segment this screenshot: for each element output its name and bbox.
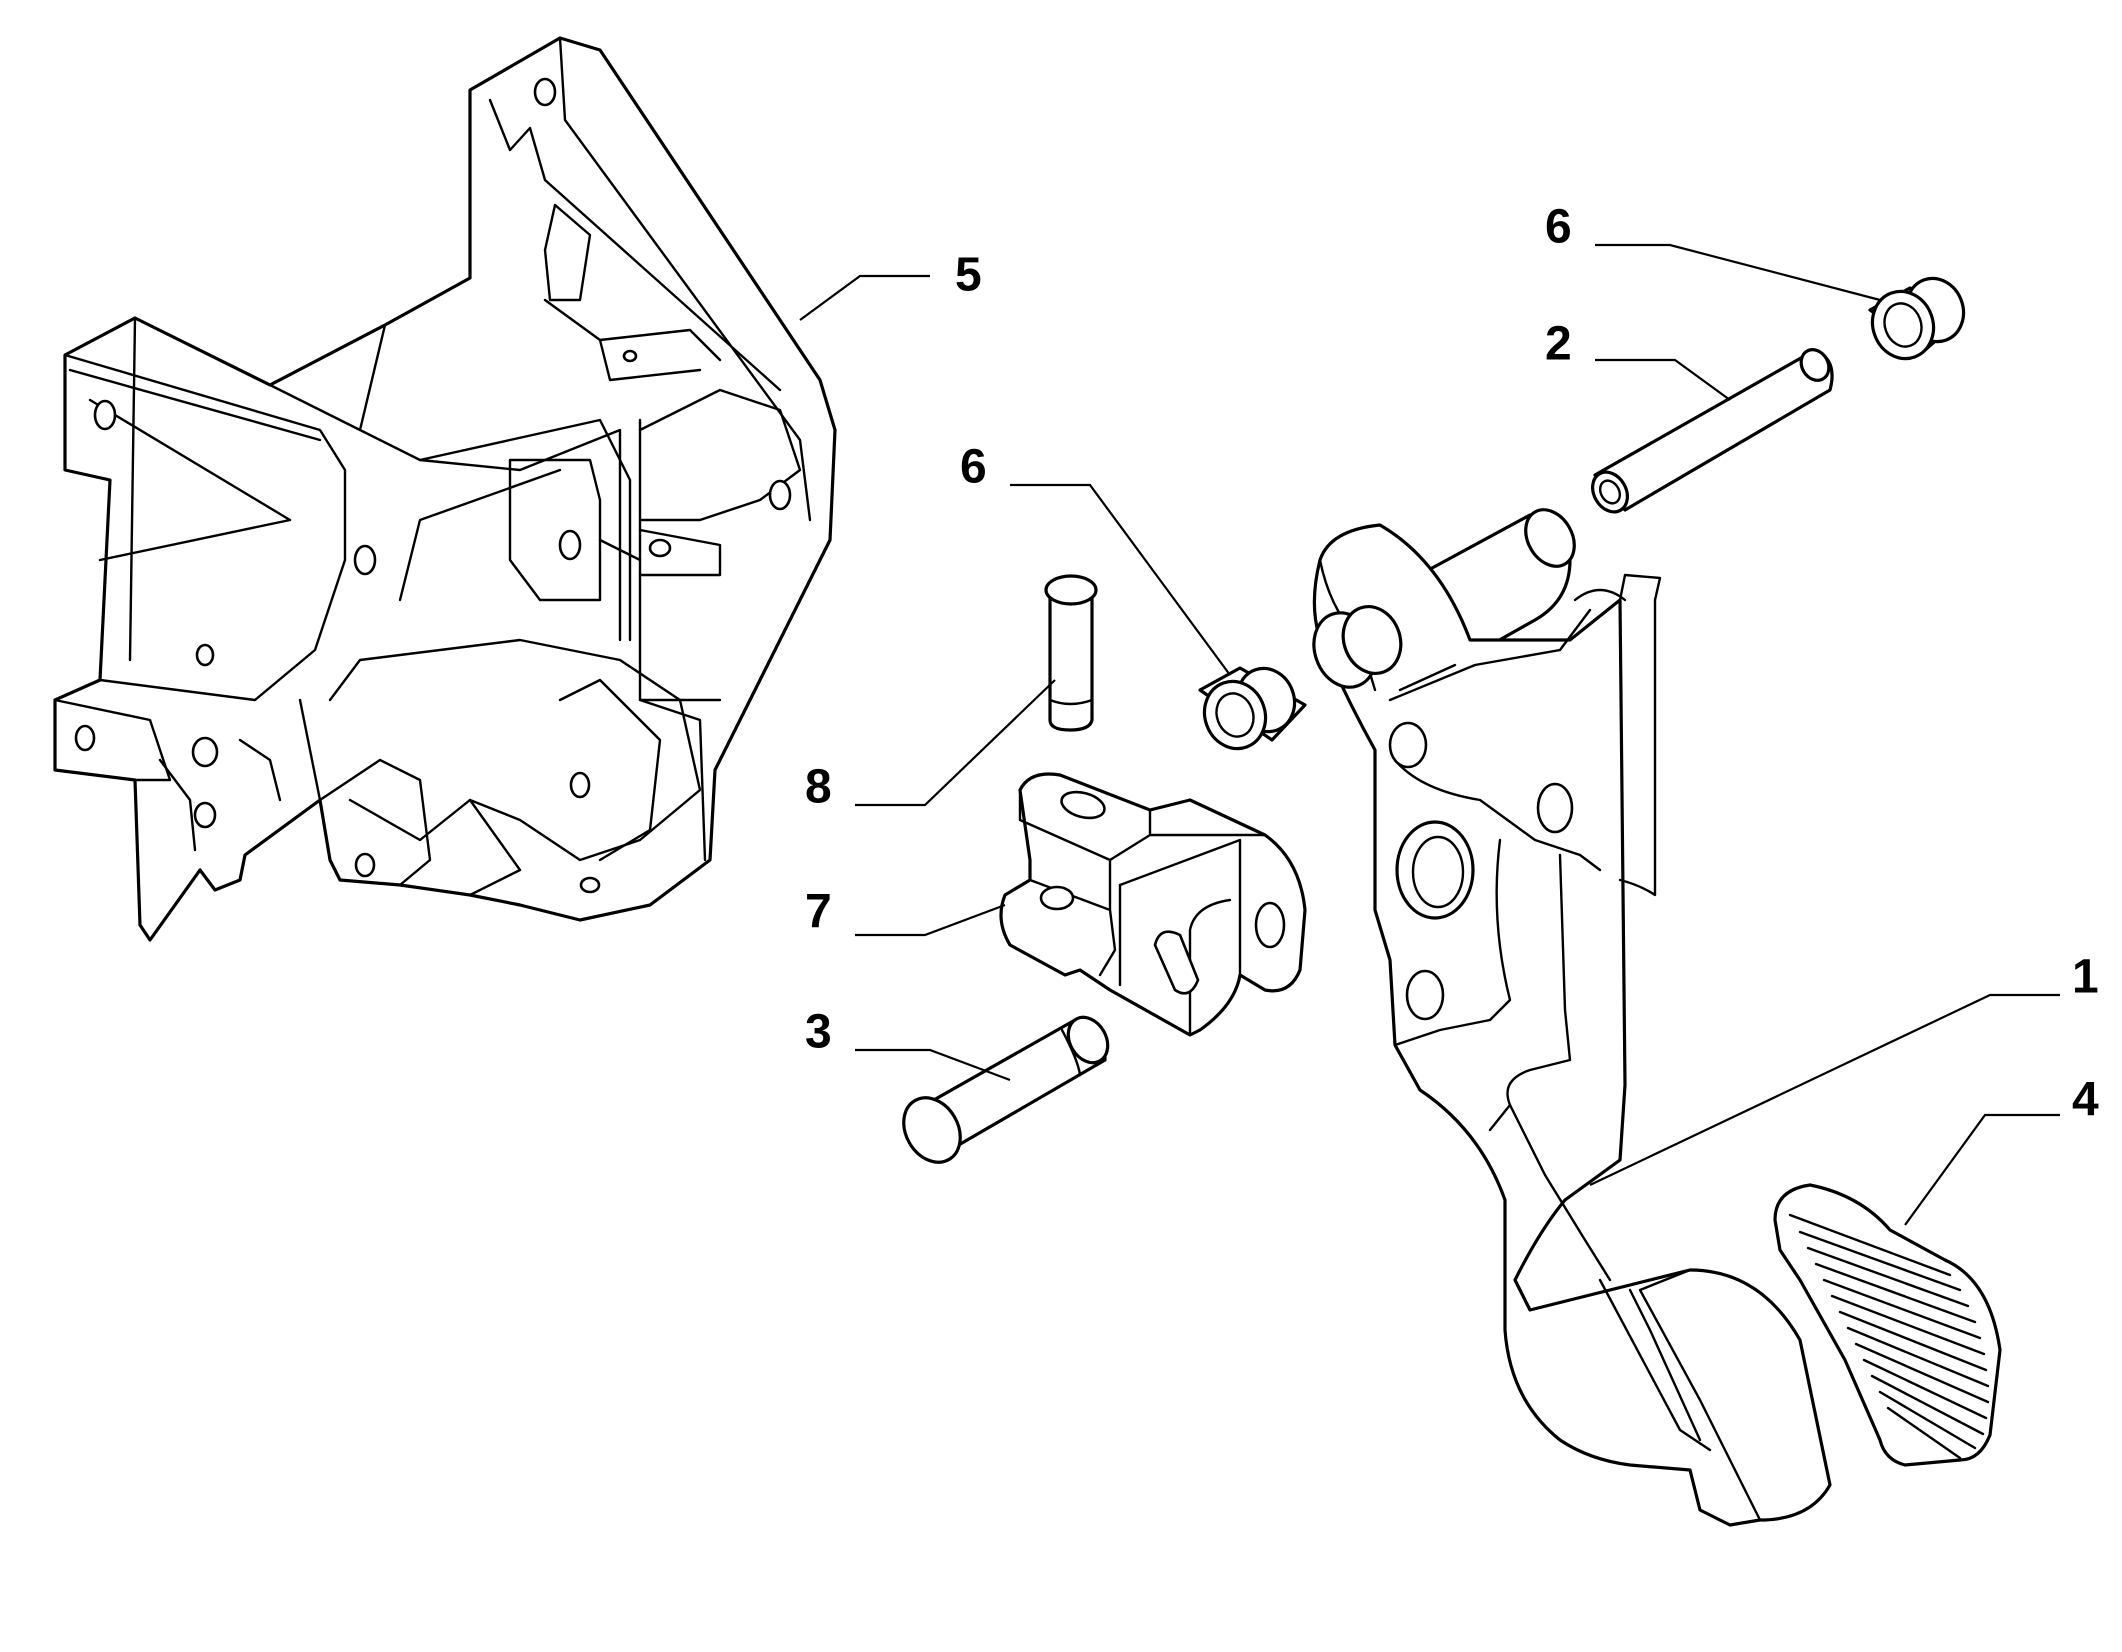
leader-5 (799, 274, 930, 321)
callout-8: 8 (805, 761, 832, 814)
leader-6-lower (1010, 483, 1231, 676)
callout-1: 1 (2072, 951, 2099, 1004)
pedal-pad-part-4 (1773, 1183, 2002, 1467)
leader-7 (855, 903, 1006, 937)
leader-3 (855, 1048, 1011, 1082)
callout-7: 7 (805, 886, 832, 939)
leader-2 (1595, 358, 1731, 401)
callout-3: 3 (805, 1006, 832, 1059)
pivot-tube-part-2 (1591, 348, 1834, 514)
callout-6-upper: 6 (1545, 201, 1572, 254)
pedal-bracket-part-5 (53, 36, 837, 942)
clevis-pin-part-3 (902, 1015, 1110, 1164)
leader-8 (855, 679, 1056, 807)
pad-ribs (1798, 1230, 1990, 1460)
leader-lines (799, 243, 2060, 1226)
leader-4 (1904, 1113, 2060, 1226)
pedal-arm-part-1 (1312, 508, 1832, 1527)
callout-4: 4 (2072, 1074, 2099, 1127)
bushing-part-6-lower (1198, 666, 1307, 751)
callout-2: 2 (1545, 318, 1572, 371)
clevis-fork-part-7 (999, 772, 1307, 1037)
callout-5: 5 (955, 249, 982, 302)
callout-6-lower: 6 (960, 441, 987, 494)
bushing-part-6-upper (1868, 276, 1966, 361)
leader-6-upper (1595, 243, 1881, 302)
callout-labels: 5 6 2 6 8 7 3 1 4 (805, 201, 2099, 1127)
leader-1 (1589, 993, 2060, 1186)
clevis-pin-part-8 (1044, 574, 1098, 732)
